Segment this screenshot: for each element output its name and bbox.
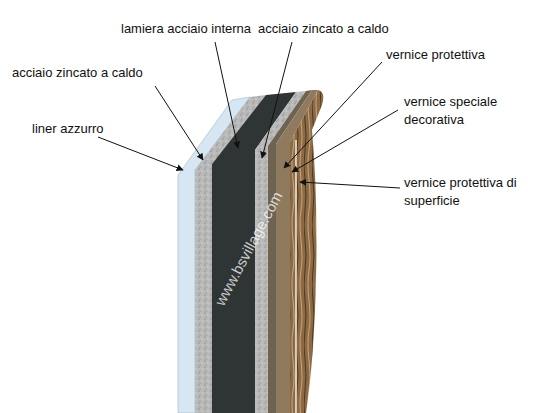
leader-lines — [98, 42, 400, 188]
part-label: acciaio zincato a caldo — [258, 20, 389, 38]
part-label: vernice speciale decorativa — [404, 93, 524, 129]
part-label: liner azzurro — [32, 120, 104, 138]
wood-finish — [290, 90, 323, 413]
part-label: vernice protettiva — [386, 46, 485, 64]
part-label: vernice protettiva di superficie — [404, 174, 534, 210]
part-label: acciaio zincato a caldo — [12, 64, 143, 82]
surface-coat — [295, 140, 297, 413]
part-label: lamiera acciaio interna — [121, 20, 251, 38]
